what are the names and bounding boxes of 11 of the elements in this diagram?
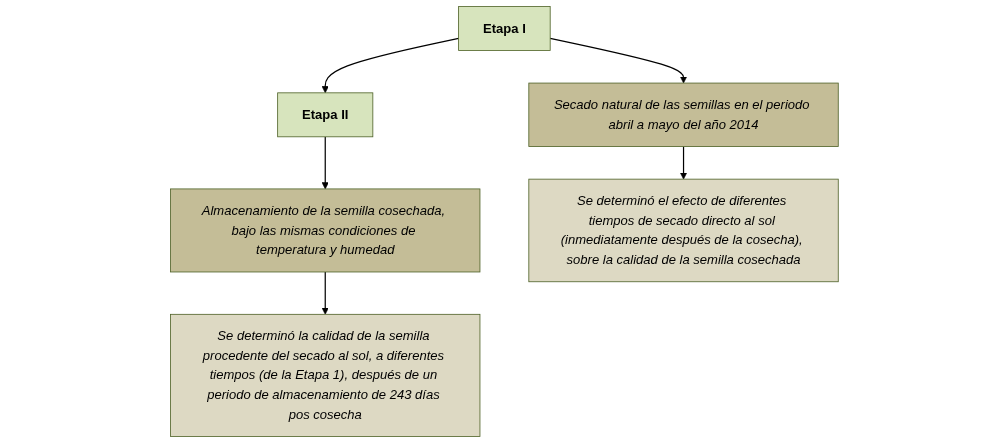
- arrow: [321, 271, 329, 315]
- arrow: [321, 136, 329, 190]
- node-box: Secado natural de las semillas en el periodo abril a mayo del año 2014: [528, 82, 839, 147]
- node-box: Se determinó el efecto de diferentes tiempos de secado directo al sol (inmediatamente después de la cosecha), sobre la calidad de la semilla cosechada: [528, 178, 839, 283]
- arrow: [321, 37, 459, 94]
- arrow: [549, 37, 687, 84]
- node-box: Etapa II: [276, 92, 373, 138]
- node-box: Se determinó la calidad de la semilla procedente del secado al sol, a diferentes tiempos (de la Etapa 1), después de un periodo de almacenamiento de 243 días pos cosecha: [169, 313, 480, 437]
- node-box: Almacenamiento de la semilla cosechada, bajo las mismas condiciones de temperatura y humedad: [169, 188, 480, 273]
- node-box: Etapa I: [457, 6, 551, 51]
- arrow: [679, 145, 687, 180]
